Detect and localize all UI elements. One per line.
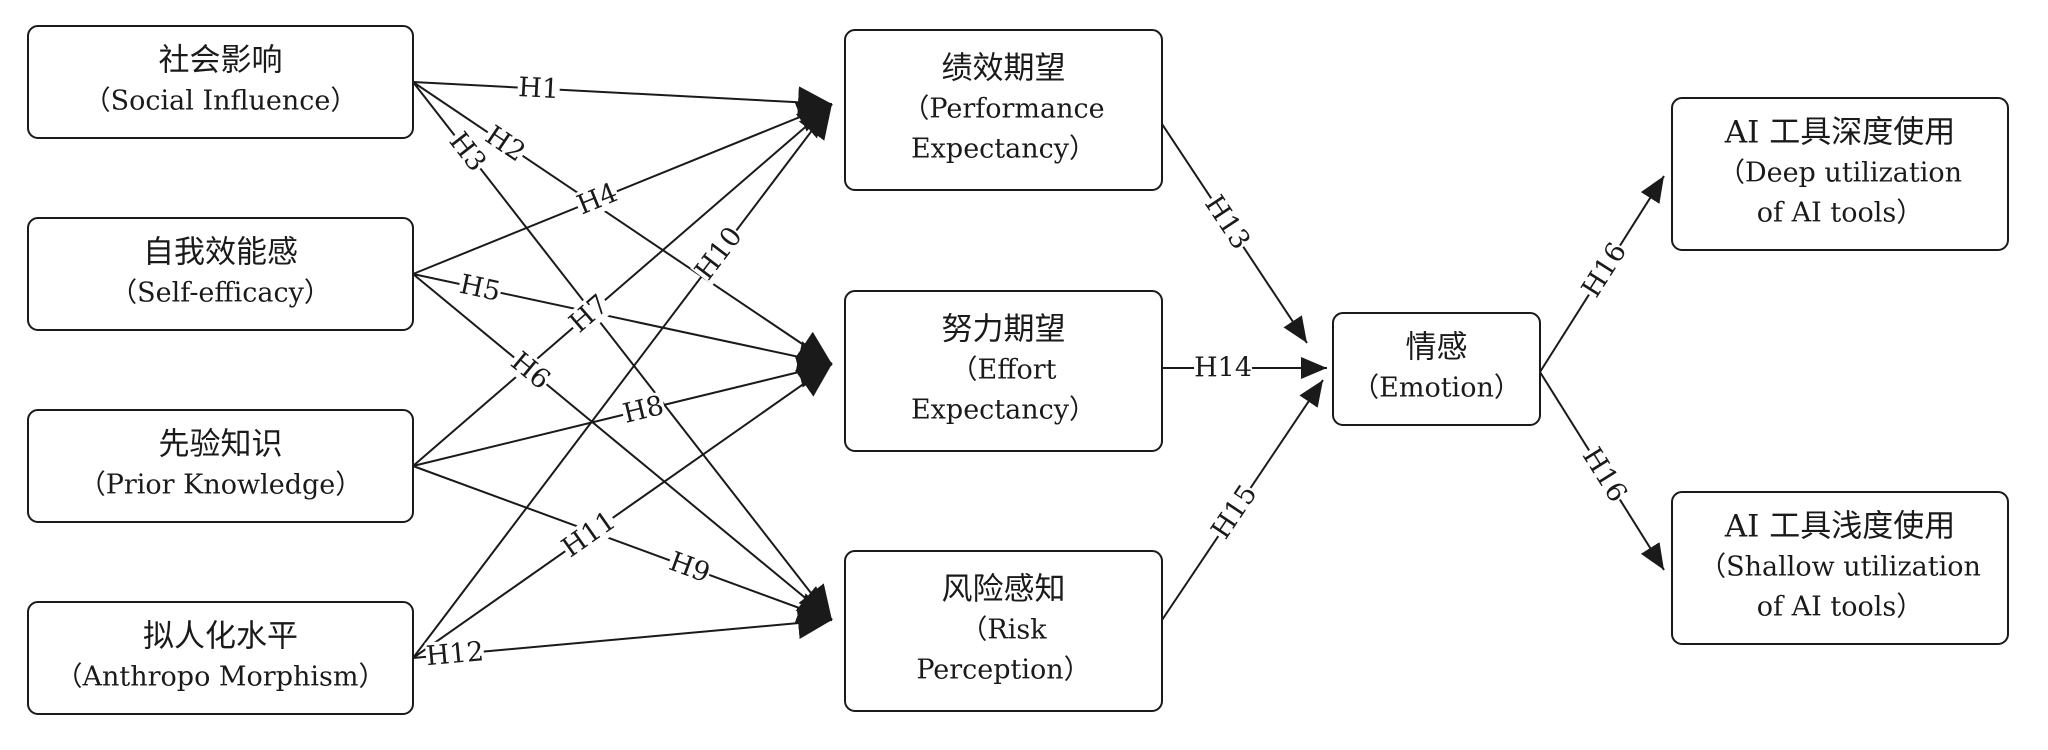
node-title-zh: 自我效能感 (143, 235, 298, 271)
node-box (27, 217, 414, 331)
edge-h9-prior-to-risk (412, 465, 833, 624)
node-box (1671, 97, 2009, 251)
edge-label-h16: H16 (1576, 442, 1633, 508)
edge-label-text: H1 (518, 72, 560, 105)
edge-line (412, 81, 833, 119)
edge-label-text: H12 (425, 636, 485, 672)
node-deep: AI 工具深度使用 （Deep utilization of AI tools） (1671, 97, 2009, 251)
node-title-zh: 社会影响 (159, 43, 283, 79)
node-title-en: （Performance (902, 94, 1104, 125)
edge-line (412, 356, 833, 467)
edge-label-h9: H9 (664, 546, 715, 589)
node-title-en: of AI tools） (1757, 198, 1923, 229)
edge-h6-selfeff-to-risk (412, 273, 833, 621)
edge-label-text: H4 (573, 177, 622, 221)
node-title-zh: 风险感知 (942, 572, 1066, 608)
node-title-en: （Effort (951, 355, 1057, 386)
node-title-zh: 拟人化水平 (143, 619, 298, 655)
node-title-en: （Emotion） (1352, 373, 1521, 404)
edge-line (412, 81, 833, 365)
node-title-zh: 努力期望 (942, 312, 1066, 348)
edge-label-h8: H8 (619, 390, 668, 430)
edge-label-text: H9 (665, 546, 714, 589)
edge-h1-social-to-perf (412, 81, 833, 119)
edge-h8-prior-to-effort (412, 356, 833, 467)
edge-label-text: H15 (1205, 479, 1263, 544)
node-title-zh: AI 工具浅度使用 (1724, 509, 1956, 545)
edge-label-h6: H6 (505, 346, 556, 396)
node-title-en: （Shallow utilization (1699, 552, 1981, 583)
node-box (27, 409, 414, 523)
edge-label-h4: H4 (572, 177, 623, 221)
node-box (844, 550, 1163, 712)
edge-label-text: H11 (556, 505, 621, 564)
node-title-en: （Self-efficacy） (110, 278, 331, 309)
edge-line (412, 103, 833, 467)
node-title-en: （Anthropo Morphism） (56, 662, 386, 693)
edge-label-h11: H11 (556, 505, 621, 564)
node-title-en: （Prior Knowledge） (79, 470, 363, 501)
node-box (844, 29, 1163, 191)
node-title-en: of AI tools） (1757, 592, 1923, 623)
edge-label-h16: H16 (1576, 237, 1633, 303)
edge-label-h1: H1 (516, 72, 561, 105)
edge-label-text: H3 (443, 126, 492, 177)
node-title-en: （Deep utilization (1718, 158, 1962, 189)
node-box (844, 290, 1163, 452)
edge-label-text: H8 (620, 390, 667, 430)
edge-line (412, 81, 833, 621)
node-title-en: Expectancy） (911, 395, 1096, 426)
edge-h10-anthro-to-perf (412, 103, 833, 659)
edge-label-h13: H13 (1198, 190, 1256, 255)
edge-label-text: H13 (1198, 190, 1256, 255)
node-title-en: （Social Influence） (84, 86, 358, 117)
edge-label-h5: H5 (456, 269, 504, 308)
node-anthro: 拟人化水平 （Anthropo Morphism） (27, 601, 414, 715)
node-box (1671, 491, 2009, 645)
edge-label-text: H6 (505, 346, 556, 396)
edge-label-text: H16 (1576, 442, 1633, 508)
edge-h2-social-to-effort (412, 81, 833, 365)
node-title-zh: 情感 (1406, 330, 1468, 366)
edge-h3-social-to-risk (412, 81, 833, 621)
node-title-en: （Risk (960, 615, 1047, 646)
node-selfeff: 自我效能感 （Self-efficacy） (27, 217, 414, 331)
edge-label-text: H16 (1576, 237, 1633, 303)
node-social: 社会影响 （Social Influence） (27, 25, 414, 139)
edge-h7-prior-to-perf (412, 103, 833, 467)
node-prior: 先验知识 （Prior Knowledge） (27, 409, 414, 523)
node-box (27, 25, 414, 139)
edge-line (412, 363, 833, 659)
edge-line (412, 101, 833, 275)
node-title-en: Expectancy） (911, 134, 1096, 165)
node-shallow: AI 工具浅度使用 （Shallow utilization of AI tools… (1671, 491, 2009, 645)
edge-label-h12: H12 (425, 636, 485, 672)
edge-label-h3: H3 (443, 126, 492, 177)
edge-line (412, 103, 833, 659)
edge-label-text: H5 (457, 269, 503, 308)
edge-h11-anthro-to-effort (412, 363, 833, 659)
node-box (27, 601, 414, 715)
edge-line (412, 273, 833, 621)
edge-label-h10: H10 (689, 221, 749, 286)
edge-label-h15: H15 (1205, 479, 1263, 544)
edge-line (412, 465, 833, 624)
edge-label-text: H10 (689, 221, 749, 286)
node-emotion: 情感 （Emotion） (1332, 312, 1541, 426)
edge-h4-selfeff-to-perf (412, 101, 833, 275)
node-title-zh: 先验知识 (159, 427, 283, 463)
edge-label-text: H14 (1194, 353, 1252, 384)
nodes-layer: 社会影响 （Social Influence） 自我效能感 （Self-efficac… (27, 25, 2009, 715)
node-title-zh: AI 工具深度使用 (1724, 115, 1956, 151)
edge-label-h14: H14 (1194, 353, 1253, 384)
node-title-en: Perception） (916, 655, 1090, 686)
node-box (1332, 312, 1541, 426)
node-title-zh: 绩效期望 (942, 51, 1066, 87)
